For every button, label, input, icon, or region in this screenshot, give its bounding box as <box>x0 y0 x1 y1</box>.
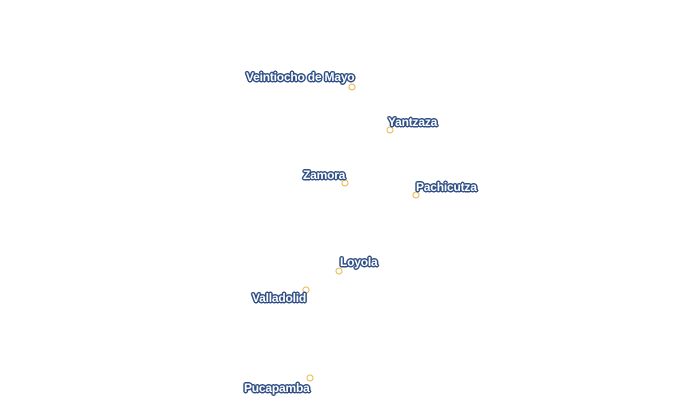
place-dot-icon[interactable] <box>348 83 356 91</box>
place-dot-icon[interactable] <box>302 286 310 294</box>
place-label: Valladolid <box>252 291 307 305</box>
place-label: Pachicutza <box>416 180 477 194</box>
place-label: Yantzaza <box>388 115 438 129</box>
place-dot-icon[interactable] <box>335 267 343 275</box>
place-dot-icon[interactable] <box>412 191 420 199</box>
place-label: Zamora <box>303 168 346 182</box>
place-label: Veintiocho de Mayo <box>246 70 355 84</box>
place-label: Pucapamba <box>244 381 310 395</box>
place-label: Loyola <box>340 255 378 269</box>
place-dot-icon[interactable] <box>341 179 349 187</box>
place-dot-icon[interactable] <box>306 374 314 382</box>
place-dot-icon[interactable] <box>386 126 394 134</box>
